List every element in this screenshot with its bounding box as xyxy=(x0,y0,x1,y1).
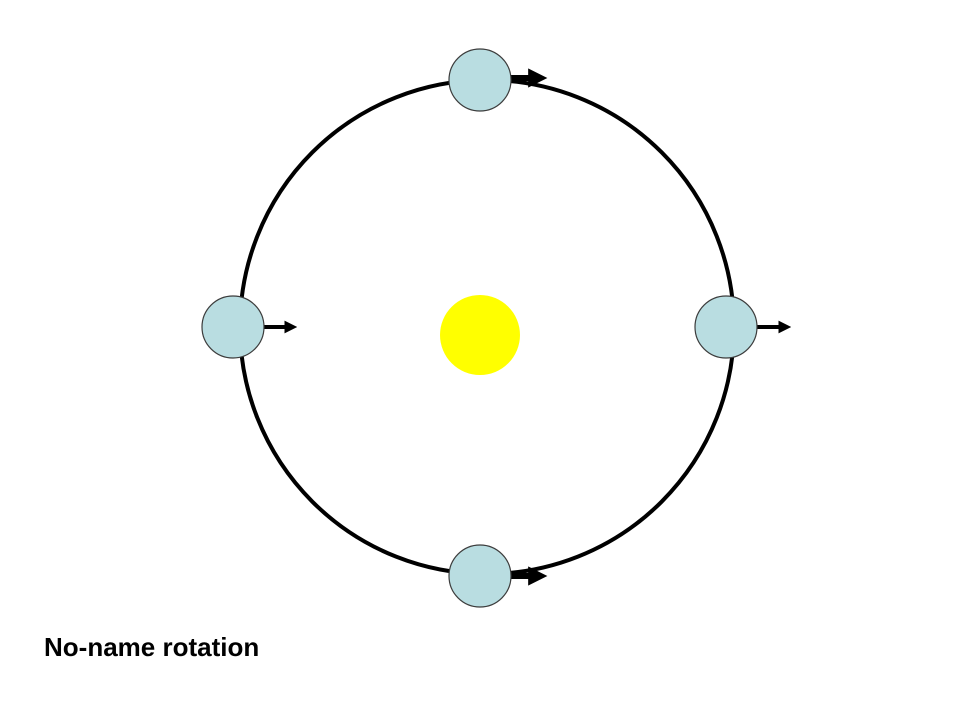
planet-right xyxy=(694,295,758,359)
caption-label: No-name rotation xyxy=(44,632,260,662)
planet-bottom xyxy=(448,544,512,608)
planet-top xyxy=(448,48,512,112)
planet-left xyxy=(201,295,265,359)
sun xyxy=(440,295,520,375)
